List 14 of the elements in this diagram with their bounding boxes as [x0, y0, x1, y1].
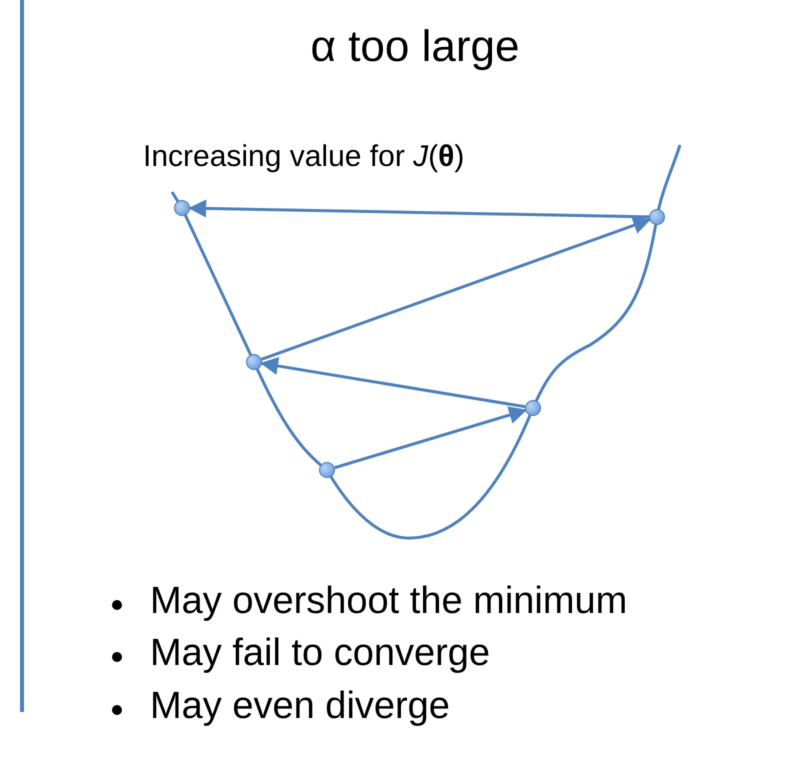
bullet-item: May even diverge — [150, 685, 450, 728]
point-marker — [525, 400, 541, 416]
title: α too large — [310, 22, 520, 72]
arrow — [188, 199, 650, 218]
arrow — [260, 357, 526, 408]
point-marker — [246, 354, 262, 370]
point-marker — [649, 209, 665, 225]
bullet-item: May fail to converge — [150, 632, 490, 675]
point-marker — [319, 462, 335, 478]
annotation-text: Increasing value for J(θ) — [143, 140, 464, 174]
arrow — [334, 406, 528, 470]
bullet-item: May overshoot the minimum — [150, 580, 628, 623]
arrow — [261, 216, 652, 361]
point-marker — [174, 200, 190, 216]
